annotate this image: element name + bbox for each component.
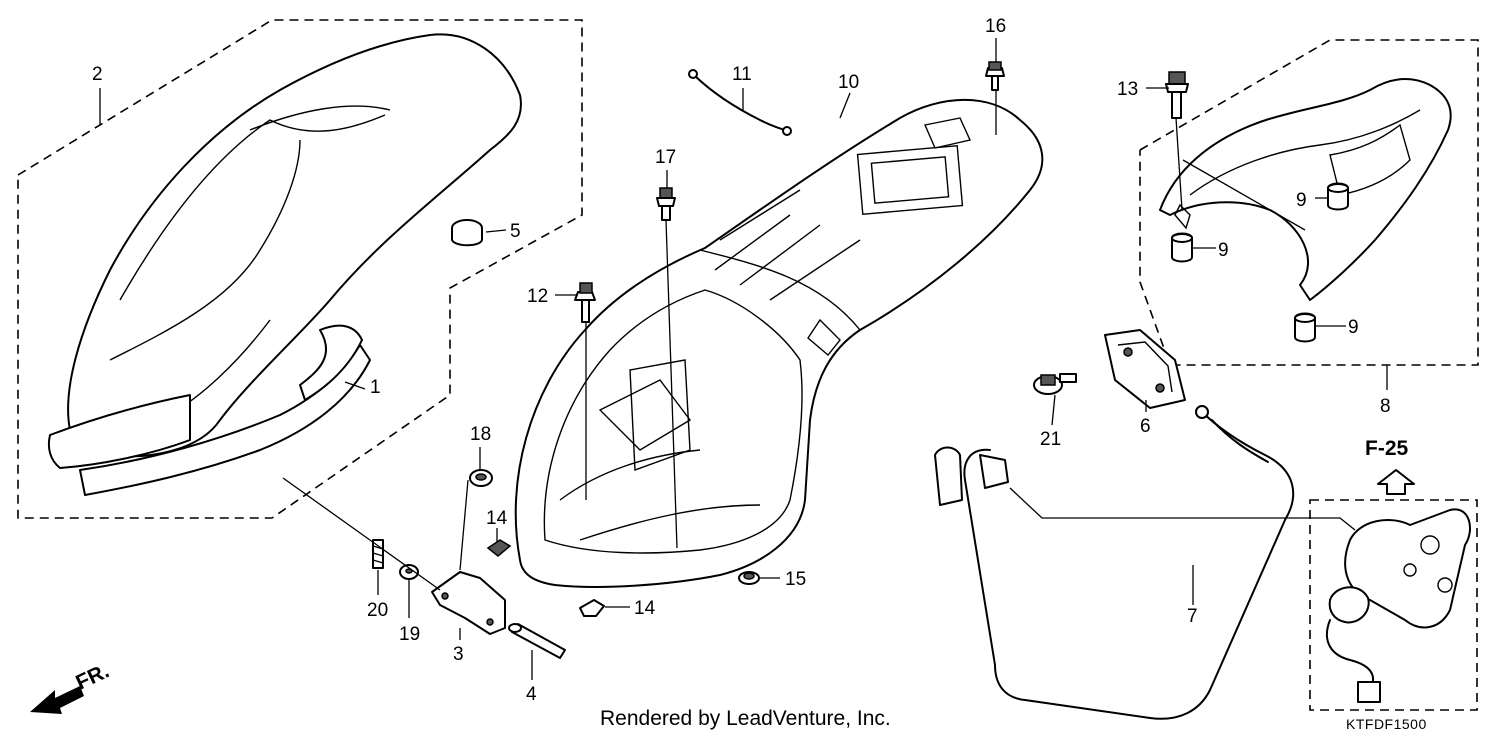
callout-6: 6: [1140, 416, 1151, 437]
collar-9-a[interactable]: [1327, 182, 1349, 211]
callout-10: 10: [838, 72, 859, 93]
rear-carrier-bolt-13[interactable]: [1165, 71, 1189, 119]
leader-lines: [99, 38, 1388, 680]
callout-9-c: 9: [1348, 317, 1359, 338]
callout-15: 15: [785, 569, 806, 590]
hinge-pin-4[interactable]: [508, 623, 566, 659]
callout-1: 1: [370, 377, 381, 398]
callout-2: 2: [92, 64, 103, 85]
callout-3: 3: [453, 644, 464, 665]
reference-arrow: [1377, 469, 1415, 495]
reference-label: F-25: [1365, 437, 1409, 460]
bolt-17[interactable]: [656, 187, 676, 221]
collar-9-c[interactable]: [1294, 312, 1316, 343]
bolt-16[interactable]: [985, 61, 1005, 91]
callout-5: 5: [510, 221, 521, 242]
key-switch-assembly[interactable]: [1325, 508, 1471, 703]
callout-14-a: 14: [486, 508, 508, 529]
rubber-cushion[interactable]: [451, 219, 483, 247]
callout-19: 19: [399, 624, 420, 645]
callout-18: 18: [470, 424, 491, 445]
callout-numbers: 1 2 3 4 5 6 7 8 9 9 9 10 11 12 13 14 14 …: [92, 16, 1391, 705]
washer-19[interactable]: [399, 564, 419, 580]
nut-15[interactable]: [738, 571, 760, 585]
bolt-12[interactable]: [574, 282, 596, 323]
front-direction-arrow: FR.: [30, 659, 113, 714]
luggage-box[interactable]: [514, 98, 1044, 588]
collar-9-b[interactable]: [1171, 232, 1193, 263]
bolt-20[interactable]: [372, 539, 384, 569]
rear-carrier-boundary: [1139, 39, 1479, 366]
callout-9-a: 9: [1296, 190, 1307, 211]
callout-16: 16: [985, 16, 1006, 37]
seat[interactable]: [67, 33, 522, 458]
seat-base-tray[interactable]: [47, 324, 371, 496]
nut-18[interactable]: [469, 469, 493, 487]
callout-14-b: 14: [634, 598, 656, 619]
callout-13: 13: [1117, 79, 1138, 100]
seat-group-boundary: [17, 19, 583, 519]
clip-14-upper[interactable]: [486, 539, 512, 557]
seat-lock-cable-7[interactable]: [934, 405, 1295, 720]
render-credit: Rendered by LeadVenture, Inc.: [600, 707, 891, 730]
seat-hinge-bracket[interactable]: [431, 571, 506, 635]
callout-8: 8: [1380, 396, 1391, 417]
callout-7: 7: [1187, 606, 1198, 627]
luggage-box-cable[interactable]: [688, 69, 792, 136]
callout-21: 21: [1040, 429, 1061, 450]
diagram-code: KTFDF1500: [1346, 716, 1427, 732]
seat-lock-latch-6[interactable]: [1104, 329, 1186, 409]
rear-grip-carrier[interactable]: [1159, 78, 1452, 301]
bolt-21[interactable]: [1033, 373, 1077, 395]
callout-4: 4: [526, 684, 537, 705]
callout-9-b: 9: [1218, 240, 1229, 261]
clip-14-lower[interactable]: [579, 599, 605, 617]
callout-12: 12: [527, 286, 548, 307]
callout-11: 11: [732, 64, 752, 85]
callout-17: 17: [655, 147, 676, 168]
callout-20: 20: [367, 600, 388, 621]
key-switch-boundary: [1309, 499, 1478, 711]
